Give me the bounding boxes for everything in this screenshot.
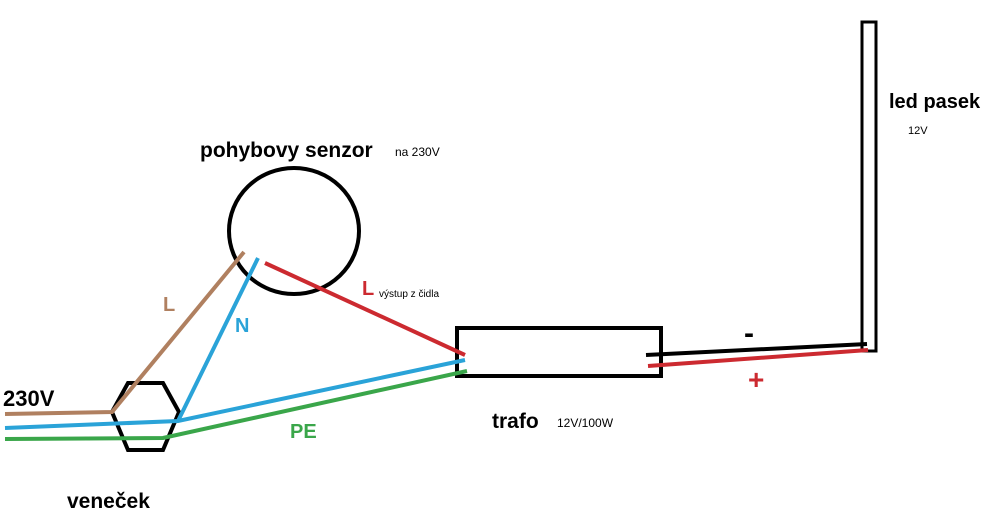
led-strip xyxy=(860,20,878,353)
wire-n-label: N xyxy=(235,315,249,337)
sensor-title: pohybovy senzor xyxy=(200,139,373,162)
plus-label: + xyxy=(748,364,764,395)
minus-label: - xyxy=(744,317,754,350)
wire-l-out-label: L xyxy=(362,278,374,300)
motion-sensor-circle xyxy=(227,166,361,296)
wire-sensor-output xyxy=(264,261,466,357)
input-voltage: 230V xyxy=(3,386,55,411)
led-title: led pasek xyxy=(889,91,981,113)
wire-neutral-to-sensor xyxy=(176,257,260,422)
sensor-output-label: výstup z čidla xyxy=(379,289,439,300)
wire-output-minus xyxy=(645,342,868,357)
sensor-note: na 230V xyxy=(395,145,440,159)
led-voltage: 12V xyxy=(908,125,928,137)
wire-input-brown xyxy=(4,250,246,416)
wire-input-blue xyxy=(4,358,466,430)
trafo-title: trafo xyxy=(492,410,539,433)
transformer-box xyxy=(455,326,663,378)
wire-pe-label: PE xyxy=(290,421,317,443)
wire-input-green xyxy=(4,369,468,441)
trafo-rating: 12V/100W xyxy=(557,416,614,430)
wire-l-in-label: L xyxy=(163,294,175,316)
junction-label: veneček xyxy=(67,490,150,513)
wire-output-plus xyxy=(647,348,869,368)
junction-hexagon xyxy=(109,381,182,452)
